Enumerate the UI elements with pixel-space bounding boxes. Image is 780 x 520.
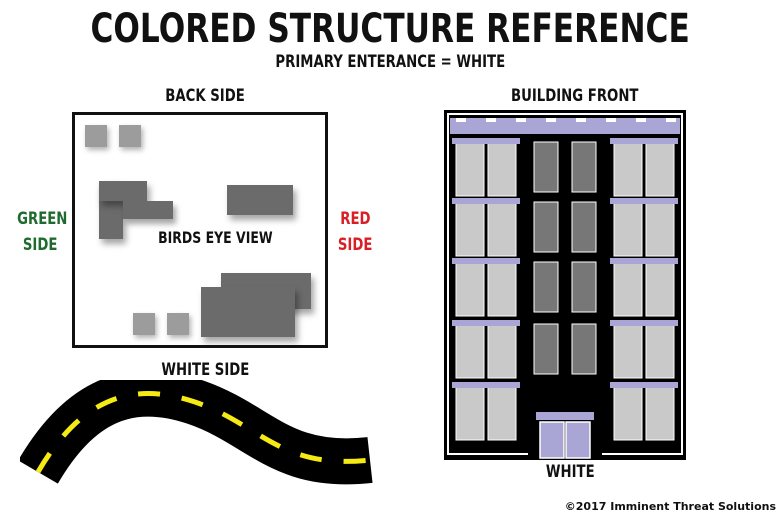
window-right-a [613, 385, 643, 441]
ledge-left [452, 138, 520, 144]
window-center-b [571, 261, 597, 313]
window-center-b [571, 141, 597, 193]
window-right-a [613, 261, 643, 317]
ledge-left [452, 258, 520, 264]
structure-long [227, 185, 293, 215]
window-right-b [645, 385, 675, 441]
window-right-b [645, 323, 675, 379]
window-left-b [487, 323, 517, 379]
red-side-label: RED SIDE [337, 209, 373, 255]
structure-l-tab [123, 201, 173, 219]
building-white-label: WHITE [545, 462, 595, 482]
entrance-door-left [539, 421, 565, 459]
road-illustration [20, 380, 373, 485]
page-title: COLORED STRUCTURE REFERENCE [90, 6, 690, 52]
window-center-a [533, 261, 559, 313]
green-side-label: GREEN SIDE [17, 209, 68, 255]
window-left-a [455, 261, 485, 317]
page-subtitle: PRIMARY ENTERANCE = WHITE [275, 52, 505, 72]
window-left-a [455, 201, 485, 257]
window-center-a [533, 323, 559, 375]
window-left-b [487, 385, 517, 441]
roof-crenellations [456, 118, 676, 122]
window-left-a [455, 141, 485, 197]
structure-large-lower [201, 287, 295, 337]
window-right-a [613, 201, 643, 257]
window-center-a [533, 141, 559, 193]
ledge-right [610, 320, 678, 326]
ledge-right [610, 138, 678, 144]
window-center-b [571, 323, 597, 375]
window-center-b [571, 201, 597, 253]
structure-small-3 [133, 313, 155, 335]
entrance-canopy [536, 412, 594, 420]
ledge-left [452, 382, 520, 388]
building-front-illustration [444, 110, 686, 460]
window-right-b [645, 141, 675, 197]
window-right-b [645, 261, 675, 317]
road-center-dashes [35, 391, 371, 474]
entrance-frame [528, 402, 602, 460]
structure-small-2 [119, 125, 141, 147]
building-front-label: BUILDING FRONT [511, 86, 639, 106]
ledge-right [610, 382, 678, 388]
structure-small-1 [85, 125, 107, 147]
window-left-a [455, 385, 485, 441]
roof-band [450, 118, 680, 134]
copyright-text: ©2017 Imminent Threat Solutions [564, 500, 776, 513]
ledge-right [610, 198, 678, 204]
window-left-b [487, 261, 517, 317]
entrance-door-right [565, 421, 591, 459]
birds-eye-view-label: BIRDS EYE VIEW [158, 228, 273, 247]
ledge-left [452, 198, 520, 204]
window-left-b [487, 141, 517, 197]
structure-l-top [99, 181, 147, 201]
window-right-a [613, 141, 643, 197]
ledge-left [452, 320, 520, 326]
structure-small-4 [167, 313, 189, 335]
white-side-label: WHITE SIDE [161, 360, 249, 380]
window-left-b [487, 201, 517, 257]
window-right-a [613, 323, 643, 379]
window-center-a [533, 201, 559, 253]
back-side-label: BACK SIDE [165, 86, 245, 106]
ledge-right [610, 258, 678, 264]
window-left-a [455, 323, 485, 379]
birds-eye-view-box [72, 112, 328, 348]
window-right-b [645, 201, 675, 257]
